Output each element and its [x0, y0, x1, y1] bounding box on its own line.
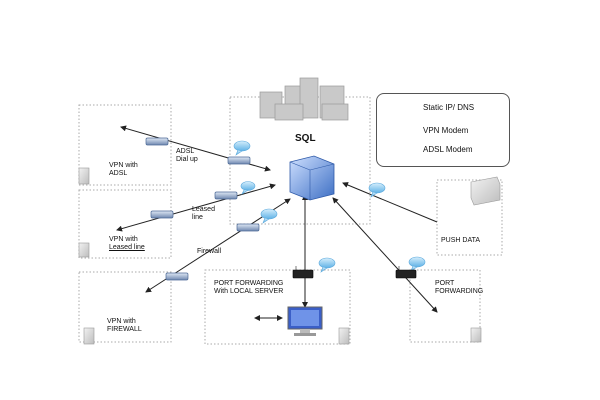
vpn-modem-icon [145, 137, 169, 146]
legend-static-ip-label: Static IP/ DNS [423, 103, 475, 112]
site-label-port-fwd-local: PORT FORWARDING With LOCAL SERVER [214, 280, 284, 295]
hub-label: SQL [295, 133, 316, 144]
speech-bubble-icon [260, 208, 278, 224]
sql-server-icon [289, 155, 335, 201]
vpn-modem-icon [214, 191, 238, 200]
tower-pc-icon [83, 327, 95, 345]
building-cluster-icon [259, 77, 349, 121]
speech-bubble-icon [233, 140, 251, 156]
tower-pc-icon [78, 167, 90, 185]
site-label-vpn-firewall: VPN with FIREWALL [107, 318, 142, 333]
vpn-modem-icon [150, 210, 174, 219]
static-ip-bubbles [233, 140, 426, 273]
legend-adsl-modem-label: ADSL Modem [423, 145, 473, 154]
tower-pc-icon [78, 242, 90, 258]
site-label-vpn-adsl: VPN with ADSL [109, 162, 138, 177]
monitor-icon [287, 306, 323, 336]
site-label-vpn-leased-1: VPN with [109, 236, 138, 243]
office-building-icon [470, 176, 501, 206]
vpn-modem-icon [236, 223, 260, 232]
legend [376, 93, 510, 167]
site-box-port-fwd [409, 269, 481, 343]
site-label-port-fwd: PORT FORWARDING [435, 280, 484, 295]
speech-bubble-icon [368, 182, 386, 198]
tower-pc-icon [338, 327, 350, 345]
site-label-vpn-leased-2: Leased line [109, 244, 145, 251]
link-push-data [342, 182, 438, 223]
speech-bubble-icon [240, 181, 256, 195]
tower-pc-icon [470, 327, 482, 343]
vpn-modem-icon [165, 272, 189, 281]
adsl-modem-icon [395, 266, 417, 279]
vpn-modems [145, 137, 260, 281]
link-port-fwd [332, 197, 438, 313]
link-label-adsl: ADSL Dial up [176, 148, 198, 163]
site-label-push-data: PUSH DATA [441, 237, 481, 244]
vpn-modem-icon [227, 156, 251, 165]
adsl-modem-icon [292, 266, 314, 279]
link-label-firewall: Firewall [197, 248, 222, 255]
site-computers [78, 167, 501, 345]
speech-bubble-icon [318, 257, 336, 273]
speech-bubble-icon [408, 256, 426, 272]
legend-vpn-modem-label: VPN Modem [423, 126, 469, 135]
link-label-leased: Leased line [192, 206, 215, 221]
site-box-vpn-firewall [78, 271, 172, 343]
adsl-modems [292, 266, 417, 279]
